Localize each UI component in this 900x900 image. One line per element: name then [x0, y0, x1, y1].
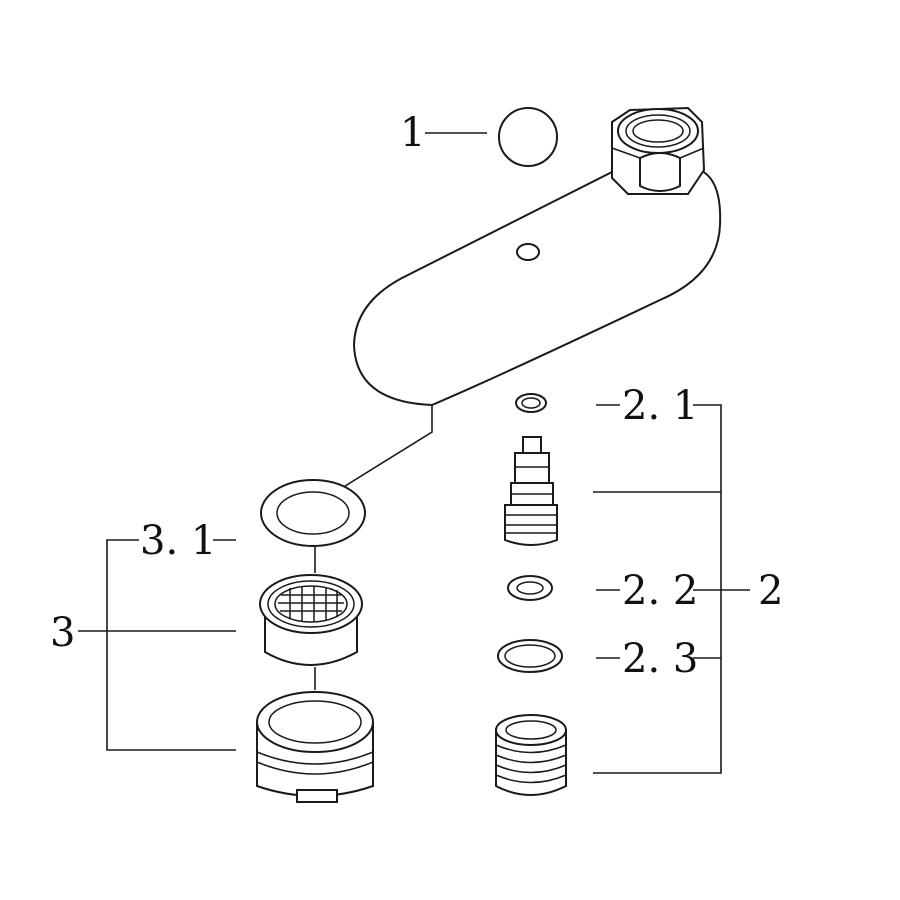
callout-2: 2 — [758, 568, 783, 614]
callout-2-3: 2. 3 — [622, 636, 698, 682]
spout-hole — [516, 243, 540, 261]
ball-part — [498, 107, 558, 167]
callout-2-2: 2. 2 — [622, 568, 698, 614]
hex-nut — [611, 106, 706, 195]
callout-3-1: 3. 1 — [140, 518, 216, 564]
washer-mid-part — [507, 575, 553, 601]
spout-body — [312, 106, 722, 507]
aerator-insert-part — [259, 574, 363, 666]
aerator-gasket — [260, 479, 366, 547]
threaded-adapter-part — [495, 714, 567, 796]
callout-2-1: 2. 1 — [622, 383, 698, 429]
aerator-housing-part — [256, 691, 374, 803]
cartridge-part — [504, 436, 558, 546]
washer-large-part — [497, 639, 563, 673]
callout-3: 3 — [50, 610, 75, 656]
washer-small-part — [515, 393, 547, 413]
callout-1: 1 — [400, 110, 425, 156]
